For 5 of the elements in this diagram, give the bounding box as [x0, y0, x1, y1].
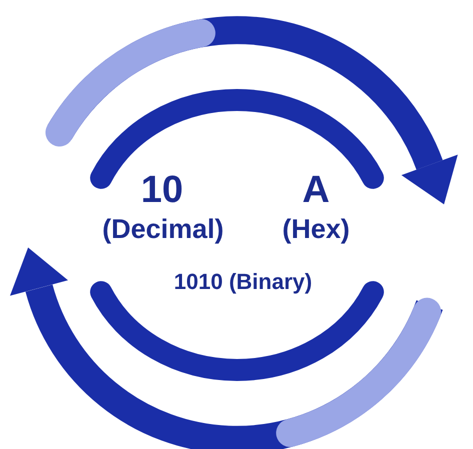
- number-label: 1010 (Binary): [174, 270, 312, 294]
- number-label: 10: [140, 170, 184, 212]
- base-label: (Decimal): [102, 215, 224, 245]
- base-label: (Hex): [282, 215, 350, 245]
- number-label: A: [302, 170, 330, 212]
